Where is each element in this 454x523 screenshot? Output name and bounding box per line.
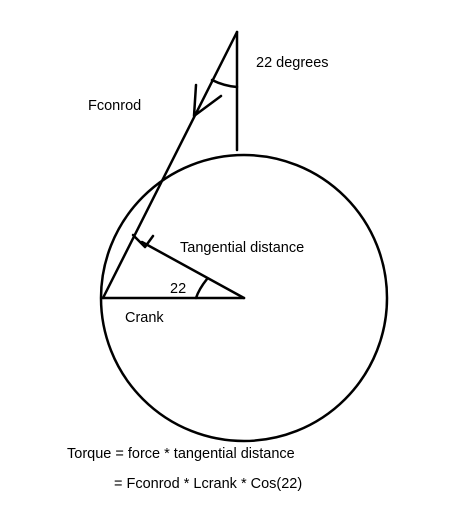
right-angle-marker	[131, 233, 155, 249]
torque-equation-line-1: Torque = force * tangential distance	[67, 446, 295, 462]
crank-circle	[99, 153, 389, 443]
conrod-line	[101, 30, 239, 300]
tangential-distance-line	[140, 240, 246, 300]
top-angle-arc	[210, 78, 239, 89]
force-label: Fconrod	[88, 98, 141, 114]
center-angle-label: 22	[170, 281, 186, 297]
torque-equation-line-2: = Fconrod * Lcrank * Cos(22)	[114, 476, 302, 492]
top-angle-label: 22 degrees	[256, 55, 329, 71]
center-angle-arc	[194, 277, 209, 300]
tangential-distance-label: Tangential distance	[180, 240, 304, 256]
crank-label: Crank	[125, 310, 164, 326]
force-arrow-icon	[192, 83, 223, 118]
